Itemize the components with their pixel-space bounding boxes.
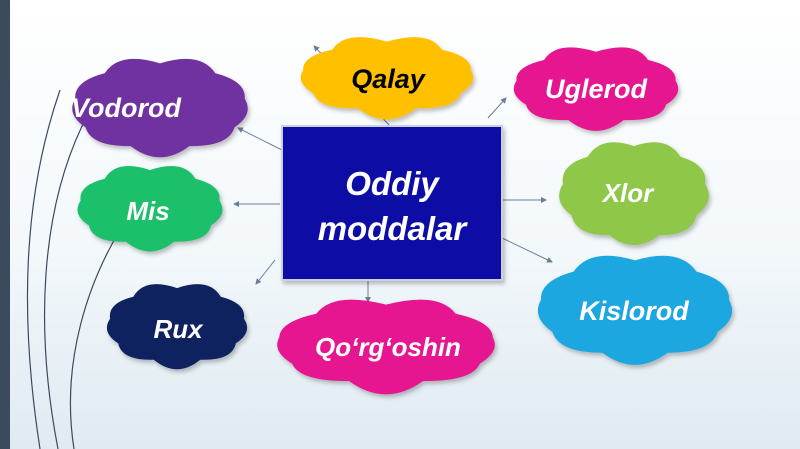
cloud-kislorod: Kislorod [537,255,733,365]
cloud-shape-xlor [559,142,709,246]
cloud-rux: Rux [106,284,248,370]
cloud-qalay: Qalay [300,37,474,120]
cloud-shape-uglerod [513,47,679,131]
cloud-qorgoshin: Qo‘rg‘oshin [277,299,495,395]
left-accent-bar [0,0,10,449]
cloud-label-uglerod: Uglerod [545,74,648,104]
cloud-label-xlor: Xlor [601,178,655,208]
cloud-shape-qalay [300,37,474,120]
connector-kislorod [501,237,553,263]
decorative-swooshes [26,89,121,449]
cloud-label-mis: Mis [126,196,169,226]
center-box [281,125,503,281]
cloud-vodorod: Vodorod [71,58,248,158]
cloud-mis: Mis [77,166,223,252]
center-title-line-1: Oddiy [345,165,440,202]
connector-uglerod [487,97,507,119]
cloud-shape-mis [77,166,223,252]
cloud-label-vodorod: Vodorod [71,93,181,123]
cloud-xlor: Xlor [559,142,709,246]
connector-rux [255,259,276,285]
cloud-shape-kislorod [537,255,733,365]
center-title-line-2: moddalar [318,210,469,247]
connector-vodorod [237,127,283,151]
center-node: Oddiy moddalar [281,125,503,281]
cloud-uglerod: Uglerod [513,47,679,131]
cloud-label-qorgoshin: Qo‘rg‘oshin [315,332,461,362]
cloud-shape-qorgoshin [277,299,495,395]
cloud-label-qalay: Qalay [351,64,427,94]
cloud-label-kislorod: Kislorod [579,296,689,326]
cloud-shape-rux [106,284,248,370]
cloud-shape-vodorod [72,58,248,158]
cloud-label-rux: Rux [153,314,204,344]
